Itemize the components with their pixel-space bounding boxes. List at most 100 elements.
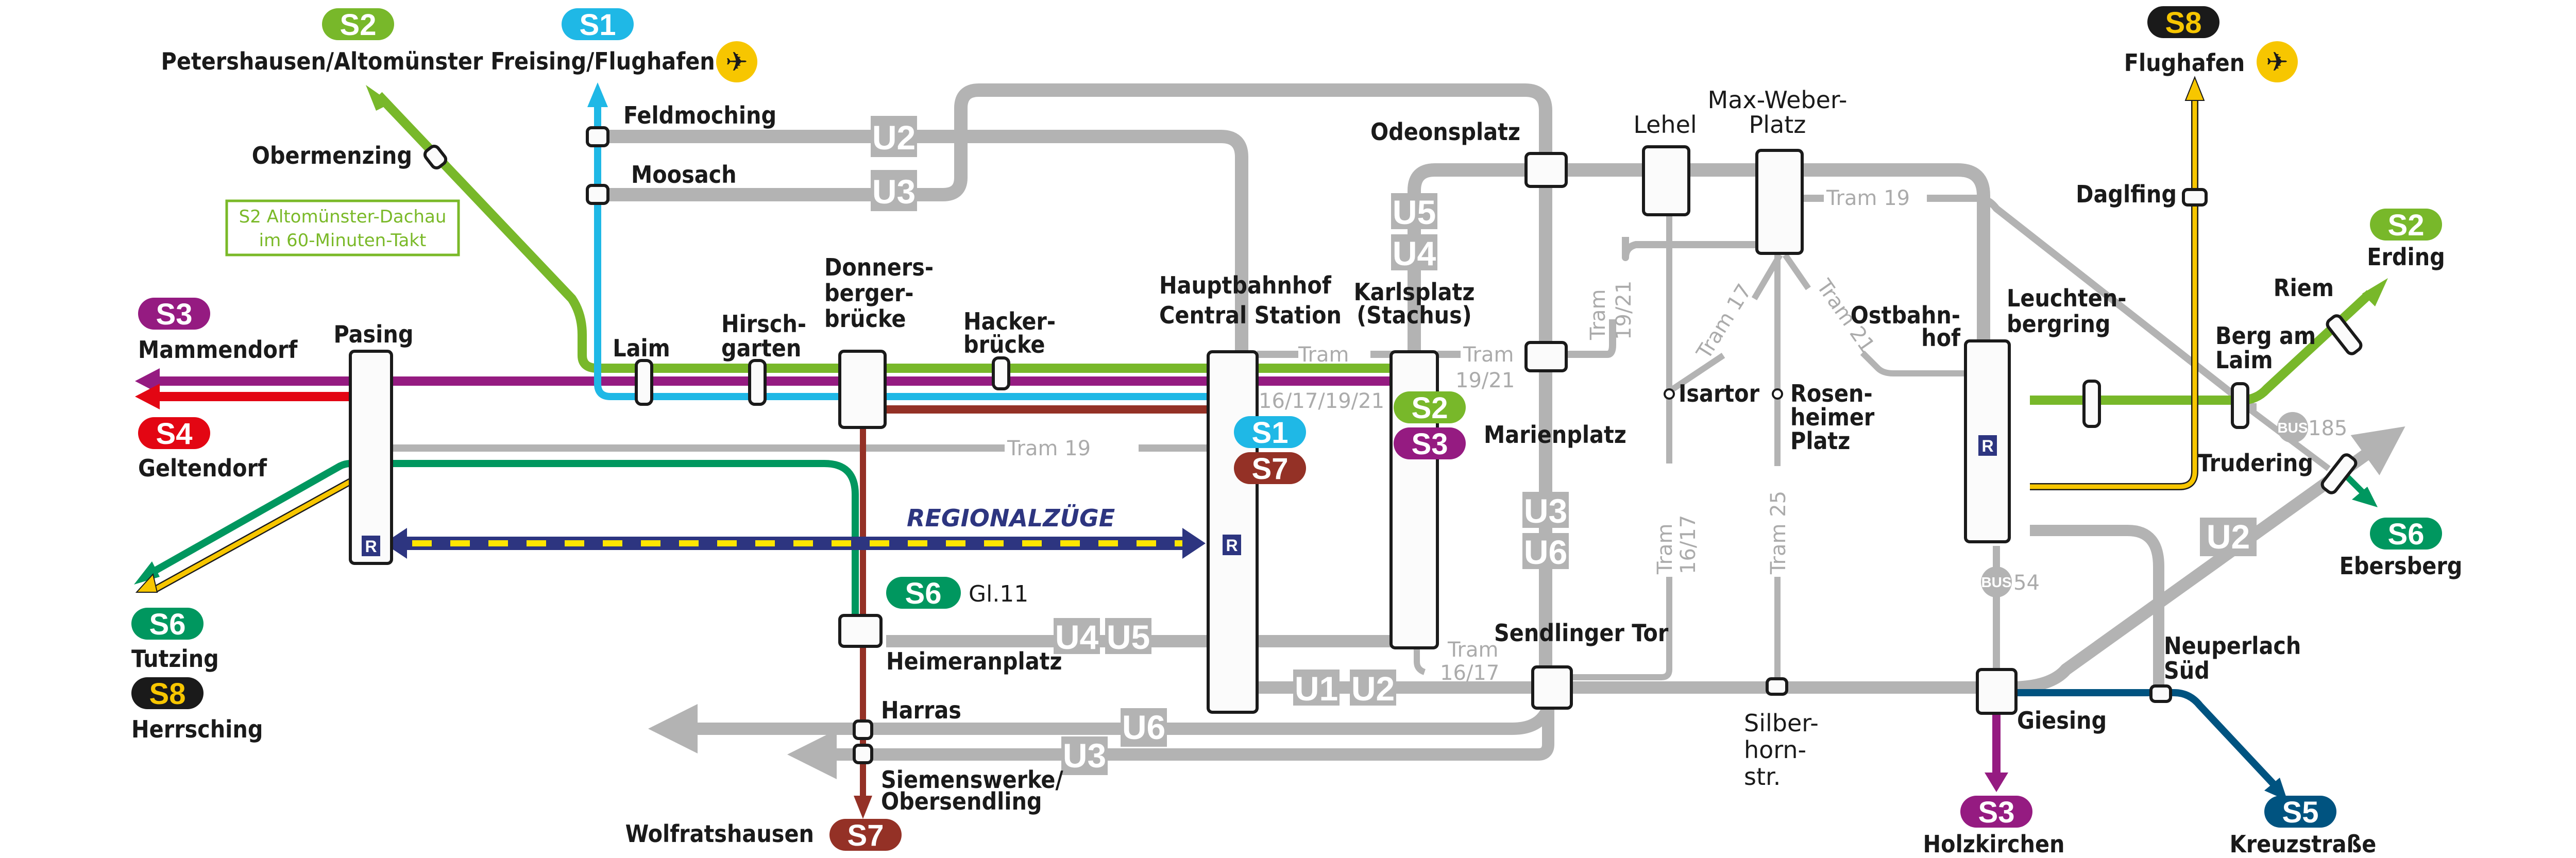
svg-text:S7: S7	[848, 819, 884, 852]
terminal-s5-south: S5 Kreuzstraße	[2230, 796, 2376, 858]
u3-line-south	[787, 690, 1554, 779]
svg-text:S8: S8	[2165, 6, 2202, 40]
u6-badge-sendlinger: U6	[1522, 533, 1569, 571]
svg-text:Wolfratshausen: Wolfratshausen	[625, 820, 814, 848]
station-label-marienplatz: Marienplatz	[1484, 421, 1626, 449]
station-marker-odeonsplatz[interactable]	[1524, 152, 1568, 188]
station-marker-lehel[interactable]	[1642, 145, 1690, 216]
svg-text:S1: S1	[1252, 416, 1289, 450]
s6-arrow-east	[2352, 487, 2378, 507]
track-label-gl11: Gl.11	[969, 581, 1028, 607]
station-marker-harras[interactable]	[853, 719, 873, 740]
station-marker-feldmoching[interactable]	[586, 126, 609, 147]
station-marker-sendlinger-tor[interactable]	[1531, 665, 1573, 710]
terminal-s6-east: S6 Ebersberg	[2340, 518, 2463, 580]
station-marker-trudering[interactable]	[2320, 453, 2358, 495]
station-marker-hackerbruecke[interactable]	[992, 356, 1010, 390]
station-marker-silberhornstr[interactable]	[1766, 677, 1788, 696]
svg-text:S2 Altomünster-Dachau: S2 Altomünster-Dachau	[239, 207, 447, 227]
station-marker-berg-am-laim[interactable]	[2231, 382, 2249, 429]
terminal-s2-north: S2 Petershausen/Altomünster	[161, 8, 483, 75]
station-label-silberhornstr: Silber-	[1744, 709, 1819, 737]
station-label-rosenheimer-platz: heimer	[1790, 403, 1875, 431]
svg-text:BUS: BUS	[2277, 420, 2308, 436]
terminal-s8-north: S8 Flughafen ✈	[2124, 6, 2298, 82]
s2-arrow-east	[2362, 278, 2388, 306]
station-marker-giesing[interactable]	[1976, 668, 2018, 715]
s2-line-west	[375, 92, 1391, 373]
regional-stop-hauptbahnhof: R	[1223, 535, 1241, 555]
station-marker-hirschgarten[interactable]	[748, 359, 767, 406]
station-marker-siemenswerke[interactable]	[853, 744, 873, 764]
station-marker-rosenheimer-platz[interactable]	[1772, 388, 1783, 400]
station-marker-marienplatz-north[interactable]	[1524, 341, 1568, 372]
station-label-berg-am-laim: Berg am	[2215, 322, 2316, 350]
station-marker-donnersbergerbruecke[interactable]	[838, 350, 887, 429]
station-marker-obermenzing[interactable]	[423, 144, 448, 170]
regional-arrow-east	[1182, 528, 1206, 559]
station-marker-karlsplatz[interactable]	[1389, 350, 1439, 649]
station-marker-daglfing[interactable]	[2182, 188, 2208, 207]
s1-line	[594, 106, 1208, 400]
tram-label: Tram 17	[1692, 280, 1756, 364]
badge-hbf-s1: S1	[1234, 416, 1306, 450]
u6-badge-south: U6	[1121, 708, 1167, 747]
station-label-leuchtenbergring: bergring	[2007, 310, 2110, 338]
svg-text:Ebersberg: Ebersberg	[2340, 552, 2463, 580]
station-label-neuperlach-sued: Süd	[2164, 657, 2210, 684]
svg-text:U1: U1	[1295, 670, 1338, 708]
svg-text:U2: U2	[872, 118, 916, 157]
u4-badge-heimeranplatz: U4	[1054, 618, 1100, 656]
station-label-rosenheimer-platz: Platz	[1790, 427, 1850, 455]
u5-badge-karlsplatz: U5	[1391, 193, 1437, 231]
svg-text:S2: S2	[340, 8, 377, 42]
tram-label: Tram 25	[1767, 491, 1790, 575]
u1-badge-south: U1	[1293, 670, 1340, 708]
station-label-feldmoching: Feldmoching	[623, 101, 776, 129]
station-label-hauptbahnhof: Central Station	[1159, 301, 1342, 329]
svg-text:S8: S8	[149, 677, 186, 711]
station-marker-riem[interactable]	[2326, 314, 2363, 356]
terminal-s6-west: S6 Tutzing	[131, 608, 219, 673]
station-marker-neuperlach-sued[interactable]	[2149, 684, 2172, 703]
station-label-donnersbergerbruecke: berger-	[824, 279, 913, 307]
tram-karlsplatz-south	[1414, 646, 1426, 675]
svg-text:BUS: BUS	[1981, 574, 2011, 590]
s7-arrow-south	[854, 796, 872, 819]
tram-label: 19/21	[1612, 281, 1636, 340]
station-marker-max-weber-platz[interactable]	[1755, 149, 1804, 255]
svg-text:U5: U5	[1393, 193, 1436, 231]
station-label-karlsplatz: (Stachus)	[1357, 301, 1471, 329]
station-label-obermenzing: Obermenzing	[252, 142, 412, 169]
u2-badge-east: U2	[2200, 518, 2257, 556]
tram-label: 16/17/19/21	[1259, 389, 1384, 413]
station-marker-pasing[interactable]	[349, 350, 393, 565]
svg-text:S6: S6	[149, 608, 186, 641]
svg-text:U3: U3	[872, 173, 916, 211]
tram-label: 16/17	[1676, 515, 1700, 574]
tram-label: Tram 19	[1007, 437, 1091, 460]
station-label-hauptbahnhof: Hauptbahnhof	[1159, 271, 1332, 299]
station-marker-hauptbahnhof[interactable]	[1207, 350, 1259, 714]
station-label-ostbahnhof: Ostbahn-	[1851, 301, 1960, 329]
station-marker-leuchtenbergring[interactable]	[2082, 380, 2101, 428]
station-label-giesing: Giesing	[2017, 707, 2107, 734]
station-marker-moosach[interactable]	[586, 184, 609, 205]
station-marker-heimeranplatz[interactable]	[838, 614, 883, 648]
svg-text:im 60-Minuten-Takt: im 60-Minuten-Takt	[259, 230, 427, 251]
station-label-hackerbruecke: Hacker-	[963, 307, 1056, 335]
station-label-odeonsplatz: Odeonsplatz	[1370, 118, 1520, 146]
badge-karlsplatz-s2: S2	[1394, 391, 1466, 425]
station-label-silberhornstr: str.	[1744, 763, 1781, 791]
s5-arrow-south	[2264, 778, 2287, 801]
station-marker-laim[interactable]	[635, 359, 653, 406]
s2-arrow-north	[366, 85, 392, 111]
s8-line-west-fill	[153, 479, 352, 592]
station-label-neuperlach-sued: Neuperlach	[2164, 632, 2301, 660]
svg-text:R: R	[1981, 437, 1993, 455]
regional-trains: REGIONALZÜGE	[384, 504, 1206, 559]
station-marker-isartor[interactable]	[1664, 388, 1675, 400]
terminal-s4-west: S4 Geltendorf	[138, 417, 267, 482]
u6-line-south	[648, 690, 1557, 753]
